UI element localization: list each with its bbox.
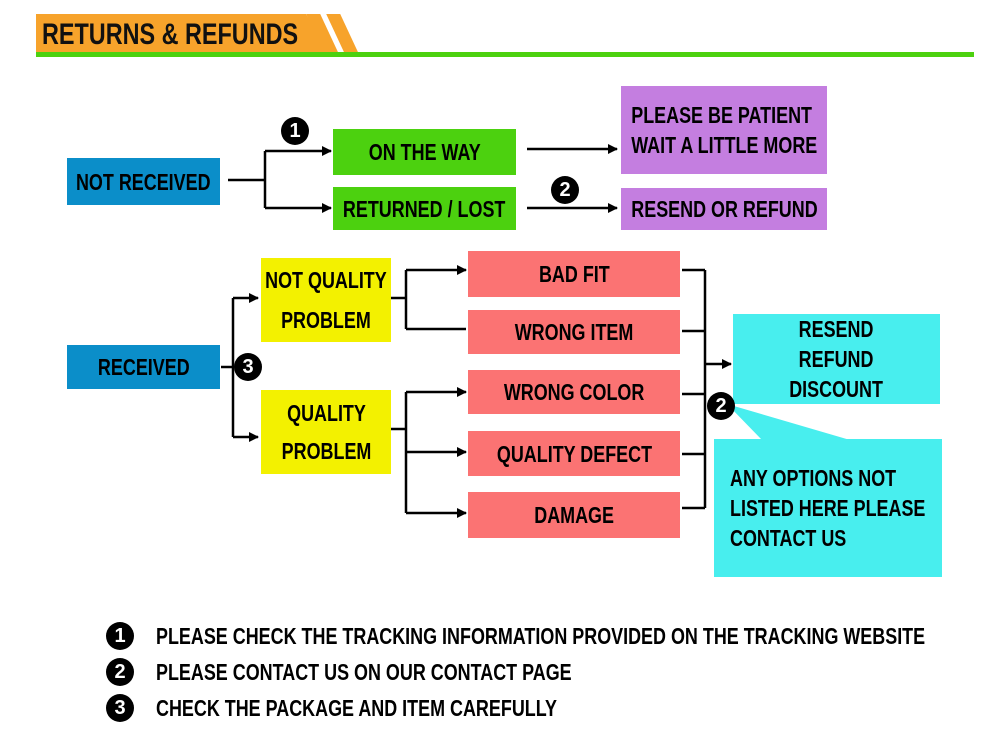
note-row-3: 3 CHECK THE PACKAGE AND ITEM CAREFULLY <box>106 693 670 723</box>
header-underline <box>36 52 974 57</box>
note-badge-3: 3 <box>106 694 134 722</box>
note-text-1: PLEASE CHECK THE TRACKING INFORMATION PR… <box>156 622 926 649</box>
note-badge-2: 2 <box>106 658 134 686</box>
quality-defect-box: QUALITY DEFECT <box>468 431 680 476</box>
step-badge-1-number: 1 <box>289 119 301 142</box>
quality-defect-label: QUALITY DEFECT <box>496 440 652 467</box>
note-row-1: 1 PLEASE CHECK THE TRACKING INFORMATION … <box>106 621 1000 651</box>
not-received-label: NOT RECEIVED <box>76 168 211 195</box>
wrong-item-box: WRONG ITEM <box>468 310 680 354</box>
header-tab <box>36 14 331 56</box>
step-badge-2-number: 2 <box>559 178 571 201</box>
wrong-color-box: WRONG COLOR <box>468 370 680 414</box>
received-box: RECEIVED <box>67 345 220 389</box>
wrong-color-label: WRONG COLOR <box>503 379 645 405</box>
step-badge-2: 2 <box>551 176 579 204</box>
callout-pointer <box>727 404 850 440</box>
be-patient-label: PLEASE BE PATIENT WAIT A LITTLE MORE <box>630 102 818 158</box>
note-badge-3-number: 3 <box>114 696 126 719</box>
resend-or-refund-label: RESEND OR REFUND <box>630 196 818 222</box>
on-the-way-box: ON THE WAY <box>333 129 516 175</box>
returned-lost-label: RETURNED / LOST <box>343 195 506 222</box>
step-badge-1: 1 <box>281 117 309 145</box>
step-badge-2-callout: 2 <box>707 392 735 420</box>
not-quality-problem-box: NOT QUALITY PROBLEM <box>261 258 391 342</box>
note-text-2: PLEASE CONTACT US ON OUR CONTACT PAGE <box>156 658 572 685</box>
quality-problem-label: QUALITY PROBLEM <box>281 400 371 464</box>
other-options-label: ANY OPTIONS NOT LISTED HERE PLEASE CONTA… <box>730 465 926 551</box>
page-title-text: RETURNS & REFUNDS <box>42 18 299 51</box>
not-received-box: NOT RECEIVED <box>67 158 220 205</box>
note-text-3: CHECK THE PACKAGE AND ITEM CAREFULLY <box>156 694 558 721</box>
damage-box: DAMAGE <box>468 492 680 538</box>
resolution-label: RESEND REFUND DISCOUNT <box>789 316 884 402</box>
bad-fit-box: BAD FIT <box>468 251 680 297</box>
note-badge-2-number: 2 <box>114 660 126 683</box>
resolution-box: RESEND REFUND DISCOUNT <box>733 314 940 404</box>
damage-label: DAMAGE <box>534 502 614 528</box>
step-badge-3-number: 3 <box>242 355 254 378</box>
note-badge-1-number: 1 <box>114 624 126 647</box>
note-row-2: 2 PLEASE CONTACT US ON OUR CONTACT PAGE <box>106 657 689 687</box>
quality-problem-box: QUALITY PROBLEM <box>261 390 391 474</box>
resend-or-refund-box: RESEND OR REFUND <box>621 188 827 230</box>
be-patient-box: PLEASE BE PATIENT WAIT A LITTLE MORE <box>621 86 827 174</box>
page-title: RETURNS & REFUNDS <box>42 14 370 56</box>
on-the-way-label: ON THE WAY <box>368 139 481 165</box>
other-options-callout: ANY OPTIONS NOT LISTED HERE PLEASE CONTA… <box>714 439 942 577</box>
returned-lost-box: RETURNED / LOST <box>333 187 516 230</box>
not-quality-problem-label: NOT QUALITY PROBLEM <box>265 267 387 333</box>
received-label: RECEIVED <box>97 354 190 380</box>
bad-fit-label: BAD FIT <box>538 261 610 287</box>
step-badge-3: 3 <box>234 353 262 381</box>
step-badge-2-callout-number: 2 <box>715 394 727 417</box>
note-badge-1: 1 <box>106 622 134 650</box>
wrong-item-label: WRONG ITEM <box>514 319 634 345</box>
